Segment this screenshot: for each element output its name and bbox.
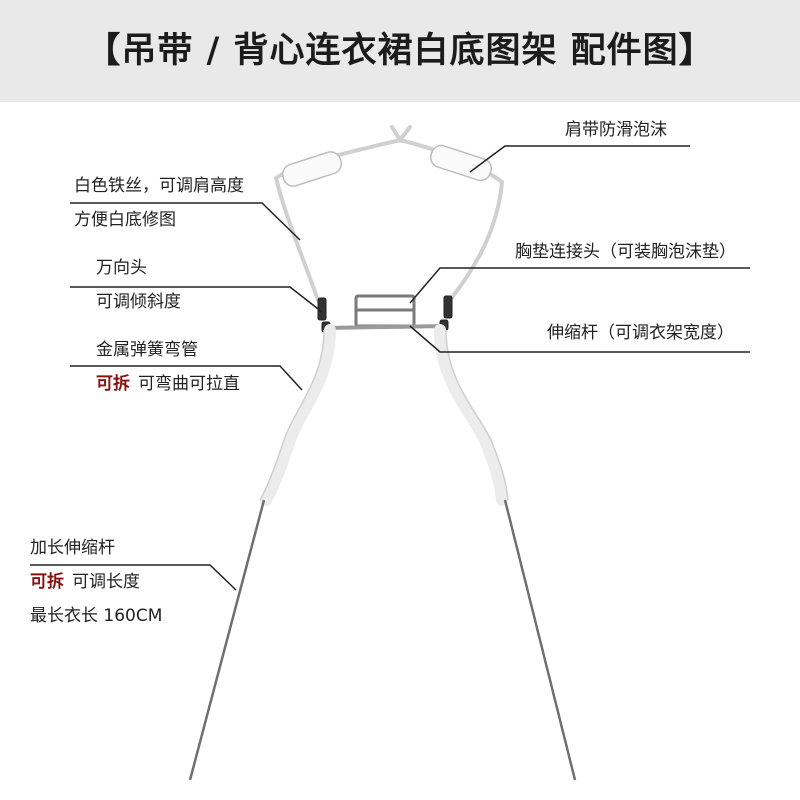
telescopic-rod xyxy=(324,324,447,330)
leader-spring-tube xyxy=(70,365,303,391)
leader-telescopic xyxy=(409,325,750,353)
shoulder-foam xyxy=(281,144,493,187)
callout-wire-line1: 白色铁丝，可调肩高度 xyxy=(74,176,244,196)
callout-spring-tube-line2: 可拆可弯曲可拉直 xyxy=(96,374,240,394)
callout-text: 可弯曲可拉直 xyxy=(138,374,240,394)
callout-shoulder-foam: 肩带防滑泡沫 xyxy=(565,120,667,140)
callout-extension-line3: 最长衣长 160CM xyxy=(30,606,163,626)
removable-badge: 可拆 xyxy=(30,572,64,592)
extension-rod xyxy=(188,499,577,781)
callout-leaders xyxy=(30,145,750,591)
leader-extension xyxy=(30,564,237,591)
callout-swivel-line2: 可调倾斜度 xyxy=(96,292,181,312)
callout-text: 肩带防滑泡沫 xyxy=(565,120,667,140)
callout-spring-tube-line1: 金属弹簧弯管 xyxy=(96,340,198,360)
white-wire-frame xyxy=(273,125,505,302)
callout-swivel-line1: 万向头 xyxy=(96,258,147,278)
callout-extension-line2: 可拆可调长度 xyxy=(30,572,140,592)
removable-badge: 可拆 xyxy=(96,374,130,394)
page-title: 【吊带 / 背心连衣裙白底图架 配件图】 xyxy=(85,31,715,71)
spring-tube-outline xyxy=(259,329,509,501)
callout-text: 可调长度 xyxy=(72,572,140,592)
leader-wire xyxy=(70,202,301,241)
title-bar xyxy=(0,0,800,102)
callout-telescopic: 伸缩杆（可调衣架宽度） xyxy=(547,323,734,343)
leader-chest-pad xyxy=(409,267,750,304)
spring-tube xyxy=(260,324,508,506)
callout-extension-line1: 加长伸缩杆 xyxy=(30,538,115,558)
callout-wire-line2: 方便白底修图 xyxy=(74,210,176,230)
leader-swivel xyxy=(70,286,323,313)
leader-shoulder-foam xyxy=(469,145,690,173)
callout-chest-pad: 胸垫连接头（可装胸泡沫垫） xyxy=(515,242,736,262)
chest-connector xyxy=(354,294,416,328)
